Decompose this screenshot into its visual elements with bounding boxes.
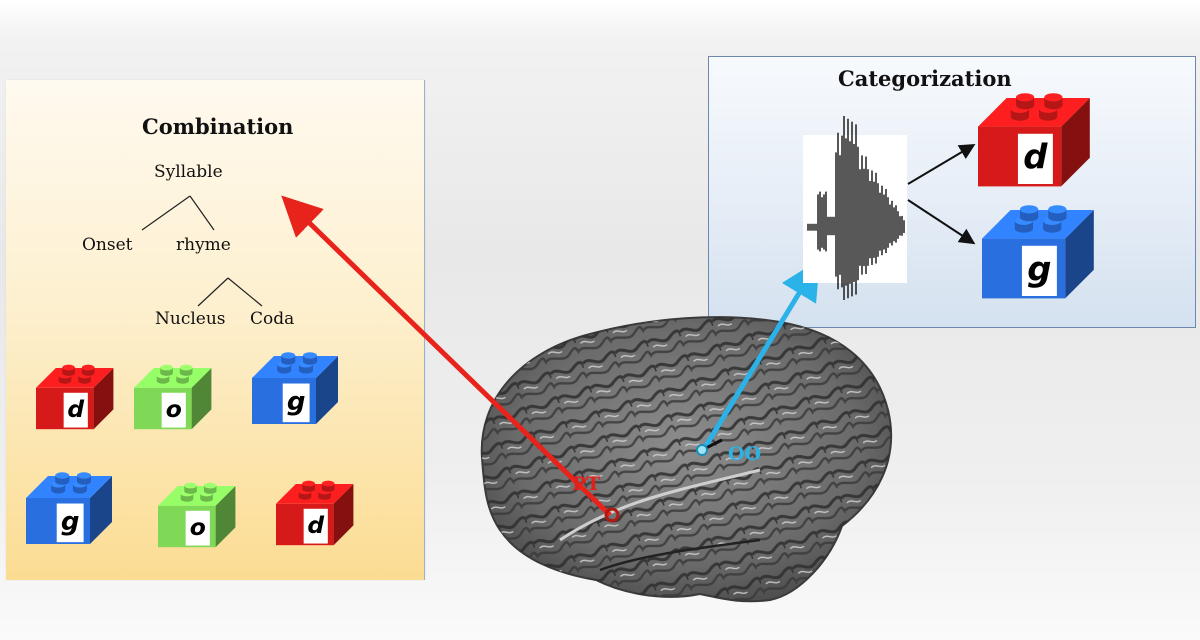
oo-label: OO	[728, 443, 761, 465]
svg-text:g: g	[61, 507, 80, 537]
block-row1-d: d	[36, 364, 114, 430]
categorization-title: Categorization	[838, 66, 1012, 91]
tree-coda: Coda	[250, 309, 295, 329]
red-arrow	[281, 195, 612, 517]
tree-onset: Onset	[82, 235, 133, 255]
svg-text:o: o	[190, 513, 206, 541]
brain-image	[480, 316, 893, 603]
tree-root-syllable: Syllable	[154, 162, 223, 182]
category-block-g: g	[982, 205, 1094, 299]
block-row2-o: o	[158, 482, 236, 548]
svg-text:o: o	[166, 395, 182, 423]
block-row2-d: d	[276, 480, 354, 546]
svg-text:d: d	[307, 511, 324, 539]
svg-text:d: d	[1023, 137, 1048, 176]
svg-text:d: d	[67, 395, 84, 423]
block-row1-o: o	[134, 364, 212, 430]
combination-title: Combination	[142, 114, 294, 139]
tree-nucleus: Nucleus	[155, 309, 226, 329]
svg-text:g: g	[1027, 249, 1051, 288]
arrow-to-g	[907, 199, 976, 245]
syllable-tree-lines	[141, 195, 263, 307]
block-row2-g: g	[26, 472, 112, 544]
arrow-to-d	[907, 143, 976, 185]
speech-waveform	[803, 116, 907, 300]
blue-arrow	[701, 259, 820, 451]
pt-electrode	[604, 507, 620, 523]
pt-label: PT	[572, 473, 600, 495]
category-block-d: d	[978, 93, 1090, 187]
tree-rhyme: rhyme	[176, 235, 231, 255]
oo-electrode	[696, 444, 708, 456]
block-row1-g: g	[252, 352, 338, 424]
svg-text:g: g	[287, 387, 306, 417]
